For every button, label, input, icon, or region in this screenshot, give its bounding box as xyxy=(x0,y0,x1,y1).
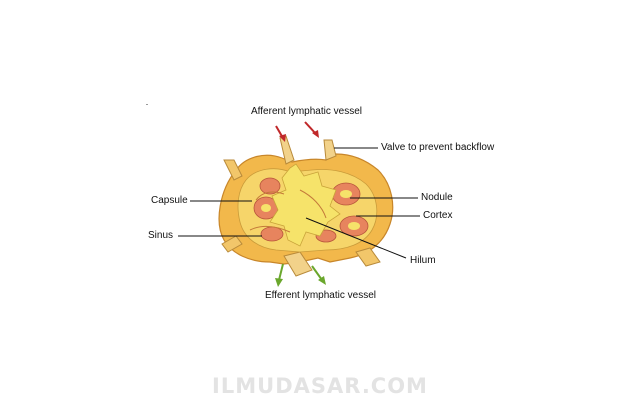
vessel-stub-left xyxy=(223,159,243,181)
watermark: ILMUDASAR.COM xyxy=(212,374,428,398)
nodule-3-center xyxy=(340,190,352,198)
label-afferent-lymphatic-vessel: Afferent lymphatic vessel xyxy=(251,106,362,117)
vessel-stub-bottom-left xyxy=(221,235,243,253)
label-capsule: Capsule xyxy=(151,195,188,206)
vessel-stub-bottom-right xyxy=(355,247,381,267)
label-nodule: Nodule xyxy=(421,192,453,203)
afferent-vessel-right xyxy=(323,139,337,161)
nodule-5 xyxy=(260,226,284,242)
label-cortex: Cortex xyxy=(423,210,453,221)
label-sinus: Sinus xyxy=(148,230,174,241)
medulla-region xyxy=(269,163,341,247)
efferent-arrow-right xyxy=(311,265,326,285)
leader-hilum xyxy=(305,217,407,259)
stray-mark xyxy=(146,104,148,105)
sinus-channels xyxy=(249,189,327,233)
label-valve-to-prevent-backflow: Valve to prevent backflow xyxy=(381,142,495,153)
nodule-1-center xyxy=(261,204,271,212)
efferent-vessel-stem xyxy=(283,251,313,277)
nodule-2 xyxy=(259,177,281,195)
efferent-arrow-left xyxy=(275,263,284,287)
label-hilum: Hilum xyxy=(410,255,436,266)
afferent-arrow-right xyxy=(304,121,319,138)
nodule-4-center xyxy=(348,222,360,230)
label-efferent-lymphatic-vessel: Efferent lymphatic vessel xyxy=(265,290,376,301)
afferent-arrow-left xyxy=(275,125,286,142)
